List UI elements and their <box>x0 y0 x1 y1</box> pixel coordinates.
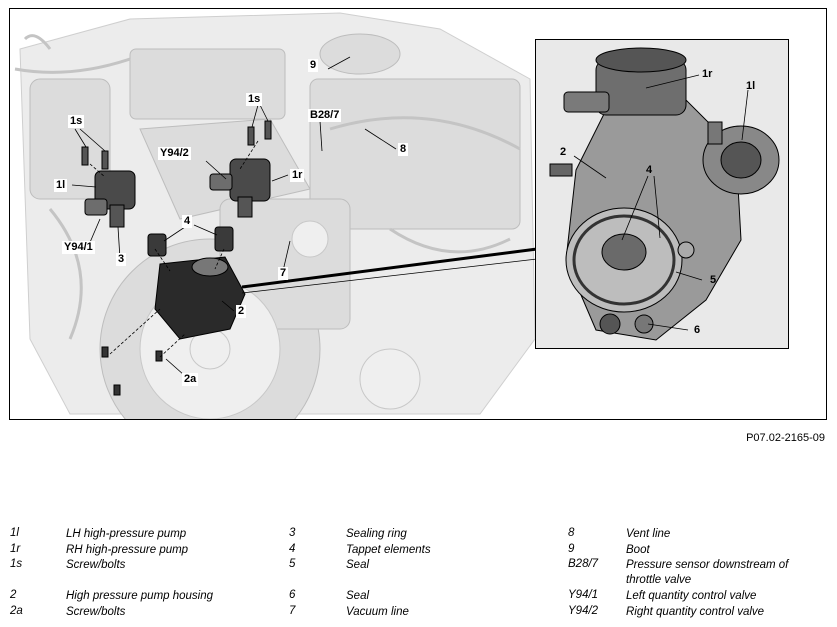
legend-key: 1r <box>10 542 21 555</box>
inset-callout-1l: 1l <box>746 80 756 92</box>
legend-row: 2a Screw/bolts 7 Vacuum line Y94/2 Right… <box>10 605 830 621</box>
callout-4: 4 <box>182 215 193 228</box>
legend-label: Right quantity control valve <box>626 605 765 618</box>
legend-label: Sealing ring <box>346 528 407 540</box>
legend-label: Tappet elements <box>346 543 431 556</box>
legend-label: LH high-pressure pump <box>66 528 187 540</box>
legend-key: 6 <box>289 589 296 601</box>
inset-callout-6: 6 <box>694 324 701 336</box>
legend-key: B28/7 <box>568 558 599 570</box>
callout-3: 3 <box>116 253 127 266</box>
engine-illustration: 9 1s 1s B28/7 8 Y94/2 1r 1l 4 Y94/1 3 7 … <box>9 8 827 420</box>
inset-callout-4: 4 <box>646 164 653 176</box>
legend-key: 8 <box>568 527 575 539</box>
callout-2a: 2a <box>182 373 199 386</box>
legend-row: 2 High pressure pump housing 6 Seal Y94/… <box>10 589 830 605</box>
callout-1s: 1s <box>246 93 263 106</box>
callout-7: 7 <box>278 267 289 280</box>
inset-callout-5: 5 <box>710 274 717 286</box>
legend-key: 9 <box>568 542 575 555</box>
legend-label: Vent line <box>626 528 671 540</box>
legend-row: 1l LH high-pressure pump 3 Sealing ring … <box>10 527 830 543</box>
legend-key: 1s <box>10 558 23 570</box>
legend-key: Y94/2 <box>568 604 599 617</box>
legend-label: Boot <box>626 543 650 556</box>
legend-row: 1s Screw/bolts 5 Seal B28/7 Pressure sen… <box>10 558 830 589</box>
callout-y94-2: Y94/2 <box>158 147 191 160</box>
legend-label: RH high-pressure pump <box>66 543 189 556</box>
figure-code: P07.02-2165-09 <box>746 432 825 444</box>
legend-label: Screw/bolts <box>66 559 126 571</box>
legend-key: 7 <box>289 604 296 617</box>
pump-housing-detail-drawing <box>549 47 780 341</box>
legend-key: 4 <box>289 542 296 555</box>
legend-key: 1l <box>10 527 19 539</box>
legend-label: Screw/bolts <box>66 605 126 618</box>
legend-key: 2a <box>10 604 23 617</box>
legend-label: Seal <box>346 590 370 602</box>
legend-key: 3 <box>289 527 296 539</box>
callout-y94-1: Y94/1 <box>62 241 95 254</box>
callout-b28-7: B28/7 <box>308 109 342 122</box>
legend-label: Left quantity control valve <box>626 590 757 602</box>
pump-housing-detail-inset: 1r 1l 2 4 5 6 <box>535 39 789 349</box>
inset-callout-2: 2 <box>560 146 567 158</box>
legend: 1l LH high-pressure pump 3 Sealing ring … <box>10 527 830 620</box>
legend-key: Y94/1 <box>568 589 599 601</box>
callout-9: 9 <box>308 59 319 72</box>
callout-1s-left: 1s <box>68 115 85 128</box>
legend-label: Vacuum line <box>346 605 409 618</box>
callout-2: 2 <box>236 305 247 318</box>
callout-1l: 1l <box>54 179 68 192</box>
legend-key: 5 <box>289 558 296 570</box>
callout-1r: 1r <box>290 169 305 182</box>
legend-key: 2 <box>10 589 17 601</box>
inset-callout-1r: 1r <box>702 68 713 80</box>
legend-row: 1r RH high-pressure pump 4 Tappet elemen… <box>10 543 830 559</box>
legend-label: Seal <box>346 559 370 571</box>
legend-label: Pressure sensor downstream of throttle v… <box>626 559 789 586</box>
legend-label: High pressure pump housing <box>66 590 214 602</box>
callout-8: 8 <box>398 143 409 156</box>
